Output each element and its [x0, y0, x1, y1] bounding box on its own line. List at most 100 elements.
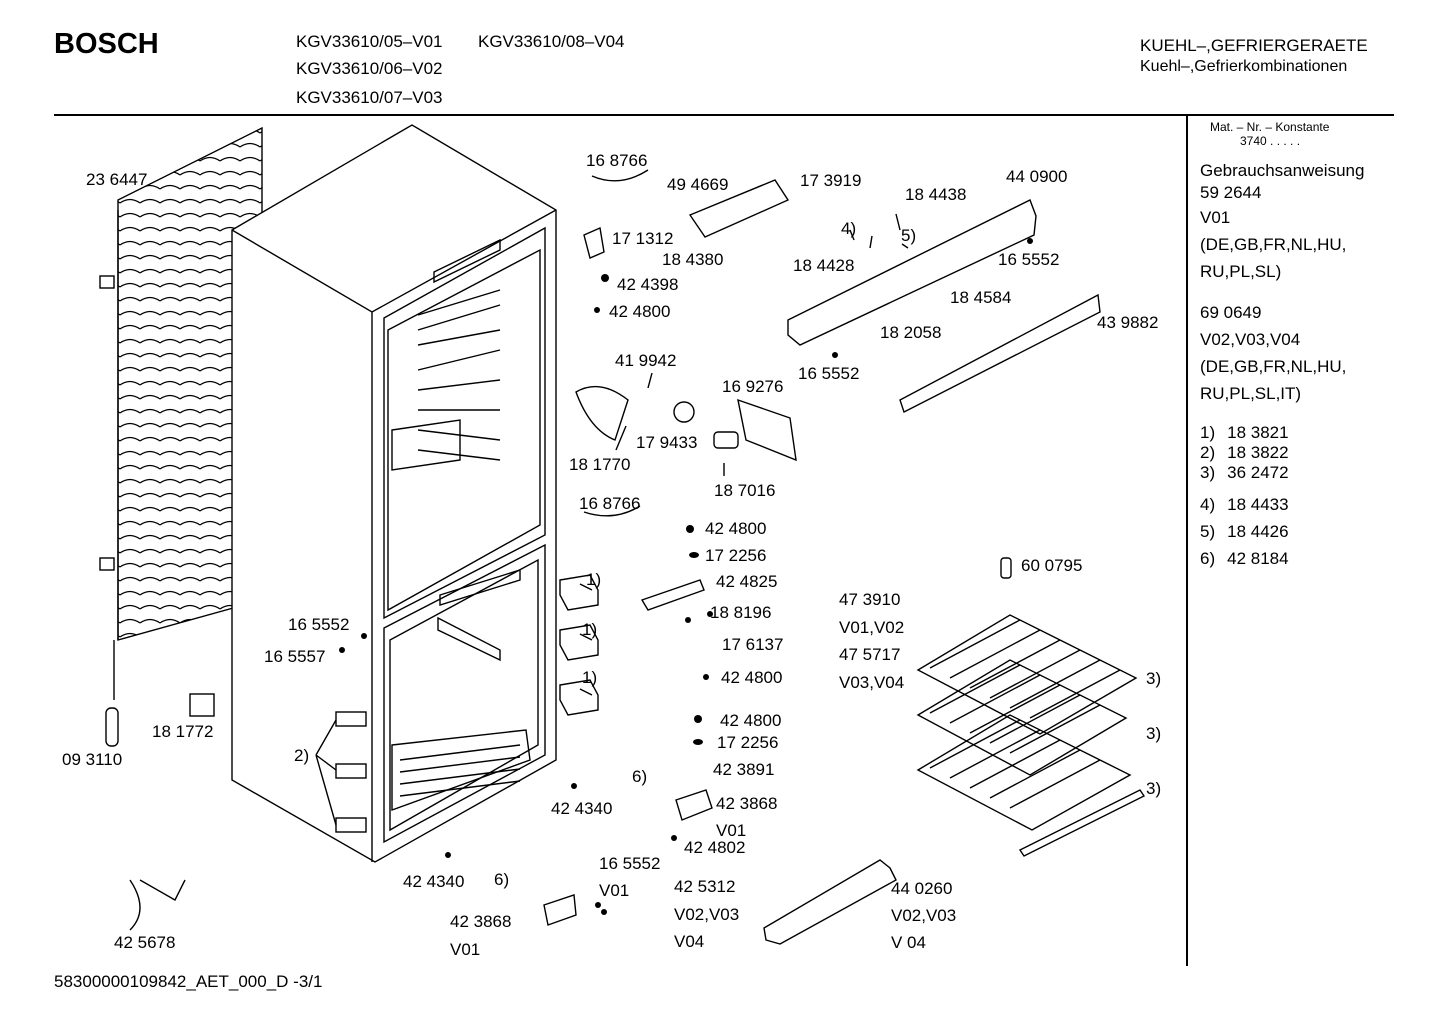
part-label: 3) — [1146, 779, 1162, 798]
part-label: 43 9882 — [1097, 313, 1159, 332]
manual-version: V02,V03,V04 — [1200, 330, 1301, 349]
hinge-part — [640, 579, 705, 611]
part-label: 17 3919 — [800, 171, 862, 190]
bracket-part — [675, 789, 713, 821]
header-divider — [54, 114, 1394, 116]
part-label: 17 9433 — [636, 433, 698, 452]
manual-version: V01 — [1200, 208, 1231, 227]
base-cover — [763, 859, 897, 945]
part-label: 16 5552 — [599, 854, 661, 873]
part-label: 1) — [586, 570, 602, 589]
category-title: KUEHL–,GEFRIERGERAETE Kuehl–,Gefrierkomb… — [1140, 36, 1368, 75]
model-number: KGV33610/06–V02 — [296, 59, 443, 78]
sensor-cable — [591, 169, 649, 182]
bulb-socket — [673, 401, 695, 423]
part-label: V03,V04 — [839, 673, 905, 692]
control-bar — [787, 199, 1037, 346]
part-label: 2) — [294, 746, 310, 765]
part-label: V01 — [599, 881, 630, 900]
part-label: V02,V03 — [891, 906, 957, 925]
part-label: 3) — [1146, 724, 1162, 743]
model-number: KGV33610/08–V04 — [478, 32, 625, 51]
lamp-cover — [737, 398, 797, 462]
part-label: 60 0795 — [1021, 556, 1083, 575]
part-label: 6) — [632, 767, 648, 786]
part-label: 18 4428 — [793, 256, 855, 275]
part-label: 47 3910 — [839, 590, 901, 609]
part-label: 17 2256 — [705, 546, 767, 565]
manual-languages: RU,PL,SL) — [1200, 262, 1282, 281]
part-label: 16 9276 — [722, 377, 784, 396]
small-part — [1000, 557, 1012, 579]
lamp-housing — [575, 385, 629, 441]
switch-part — [713, 431, 739, 449]
part-label: 42 5678 — [114, 933, 176, 952]
hinge-part — [189, 693, 215, 717]
mat-value: 3740 . . . . . — [1240, 134, 1301, 148]
part-label: 18 8196 — [710, 603, 772, 622]
part-label: 18 4438 — [905, 185, 967, 204]
bracket-part — [543, 894, 577, 926]
power-cord — [129, 879, 186, 931]
part-label: V01 — [716, 821, 747, 840]
door-rail — [559, 574, 599, 716]
part-label: 18 4584 — [950, 288, 1012, 307]
part-label: 42 4825 — [716, 572, 778, 591]
sidebar-divider — [1186, 116, 1188, 966]
bracket-part — [583, 226, 605, 259]
sensor-part — [105, 707, 119, 747]
part-label: 17 6137 — [722, 635, 784, 654]
door-shelves — [315, 711, 367, 833]
trim-strip — [899, 293, 1101, 413]
part-label: 17 2256 — [717, 733, 779, 752]
part-label: 1) — [582, 668, 598, 687]
part-label: 42 5312 — [674, 877, 736, 896]
model-number: KGV33610/07–V03 — [296, 88, 443, 107]
part-label: 42 4802 — [684, 838, 746, 857]
part-label: 16 5552 — [288, 615, 350, 634]
part-label: 42 4800 — [609, 302, 671, 321]
part-label: V 04 — [891, 933, 926, 952]
note-item: 3)36 2472 — [1200, 463, 1289, 482]
part-label: 4) — [841, 219, 857, 238]
part-label: 42 4340 — [403, 872, 465, 891]
note-item: 6)42 8184 — [1200, 549, 1289, 568]
evaporator-grid — [916, 614, 1146, 857]
part-label: 16 5557 — [264, 647, 326, 666]
part-label: 42 4800 — [705, 519, 767, 538]
part-label: 42 3868 — [716, 794, 778, 813]
part-label: 16 5552 — [798, 364, 860, 383]
part-label: 5) — [901, 226, 917, 245]
part-label: 23 6447 — [86, 170, 148, 189]
part-label: 16 8766 — [579, 494, 641, 513]
part-label: 42 3868 — [450, 912, 512, 931]
part-label: 6) — [494, 870, 510, 889]
note-item: 2)18 3822 — [1200, 443, 1289, 462]
part-label: 16 8766 — [586, 151, 648, 170]
part-label: V01,V02 — [839, 618, 905, 637]
part-label: V02,V03 — [674, 905, 740, 924]
part-label: 42 4800 — [720, 711, 782, 730]
part-label: 47 5717 — [839, 645, 901, 664]
note-item: 1)18 3821 — [1200, 423, 1289, 442]
part-label: 18 1770 — [569, 455, 631, 474]
part-label: 42 4800 — [721, 668, 783, 687]
part-label: 18 7016 — [714, 481, 776, 500]
part-label: 44 0260 — [891, 879, 953, 898]
note-item: 4)18 4433 — [1200, 495, 1289, 514]
part-label: 17 1312 — [612, 229, 674, 248]
sensor-cable — [583, 505, 641, 517]
manual-languages: (DE,GB,FR,NL,HU, — [1200, 235, 1347, 254]
manual-title: Gebrauchsanweisung — [1200, 161, 1365, 180]
part-label: V01 — [450, 940, 481, 959]
part-label: 18 1772 — [152, 722, 214, 741]
part-label: 18 4380 — [662, 250, 724, 269]
mat-label: Mat. – Nr. – Konstante — [1210, 120, 1330, 134]
manual-number: 59 2644 — [1200, 183, 1262, 202]
brand-logo: BOSCH — [54, 28, 159, 60]
manual-languages: RU,PL,SL,IT) — [1200, 384, 1302, 403]
part-label: 16 5552 — [998, 250, 1060, 269]
fridge-cabinet — [231, 124, 557, 863]
note-item: 5)18 4426 — [1200, 522, 1289, 541]
